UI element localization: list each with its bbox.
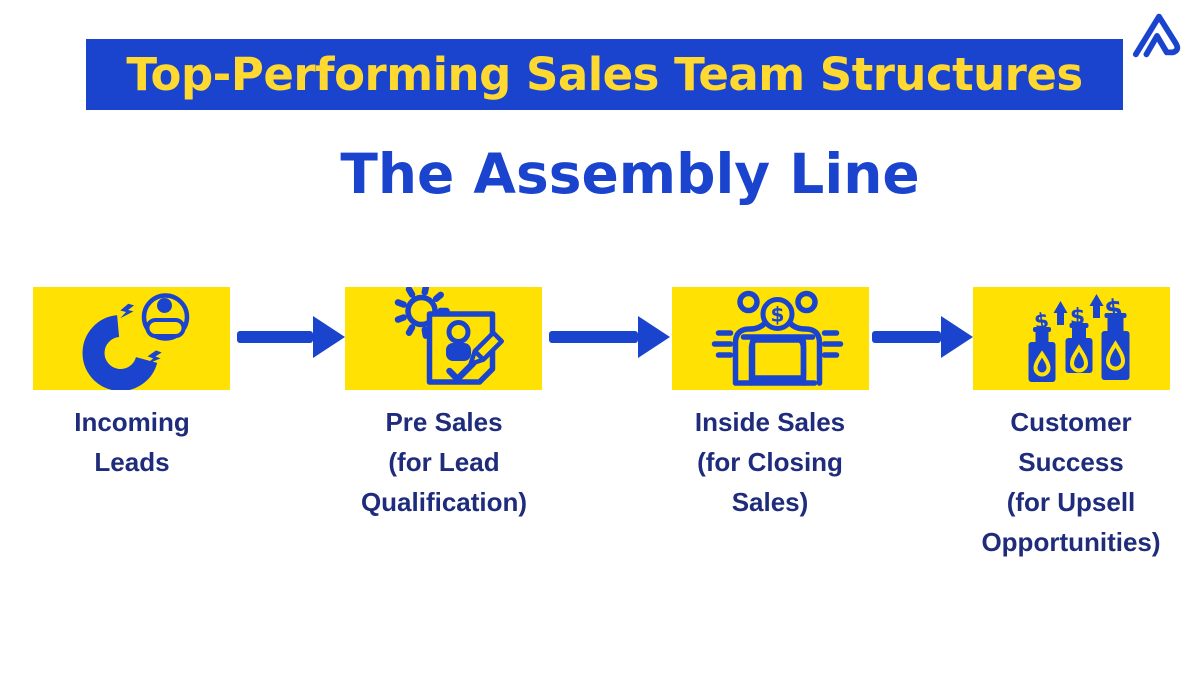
- step-box-pre-sales: [345, 287, 542, 390]
- lead-qualification-document-icon: [394, 287, 504, 385]
- title-banner: Top-Performing Sales Team Structures: [86, 39, 1123, 110]
- flow-arrow-2: [549, 316, 670, 358]
- closing-sale-handover-icon: $: [711, 290, 844, 386]
- subtitle: The Assembly Line: [340, 142, 920, 206]
- step-box-incoming-leads: [33, 287, 230, 390]
- page-title: Top-Performing Sales Team Structures: [126, 48, 1083, 101]
- upsell-products-icon: $ $ $: [1028, 294, 1130, 382]
- step-label-inside-sales: Inside Sales (for Closing Sales): [694, 407, 846, 517]
- dollar-glyph: $: [1033, 308, 1051, 334]
- step-box-customer-success: $ $ $: [973, 287, 1170, 390]
- step-label-incoming-leads: Incoming Leads: [74, 407, 190, 477]
- dollar-glyph: $: [1070, 305, 1085, 330]
- coin-dollar-glyph: $: [771, 303, 785, 327]
- dollar-glyph: $: [1103, 294, 1124, 326]
- lead-magnet-icon: [82, 293, 190, 390]
- step-label-pre-sales: Pre Sales (for Lead Qualification): [360, 407, 528, 517]
- step-box-inside-sales: $: [672, 287, 869, 390]
- flow-arrow-3: [872, 316, 973, 358]
- flow-arrow-1: [237, 316, 345, 358]
- mountain-logo-icon: [1132, 13, 1181, 58]
- step-label-customer-success: Customer Success (for Upsell Opportuniti…: [981, 407, 1161, 557]
